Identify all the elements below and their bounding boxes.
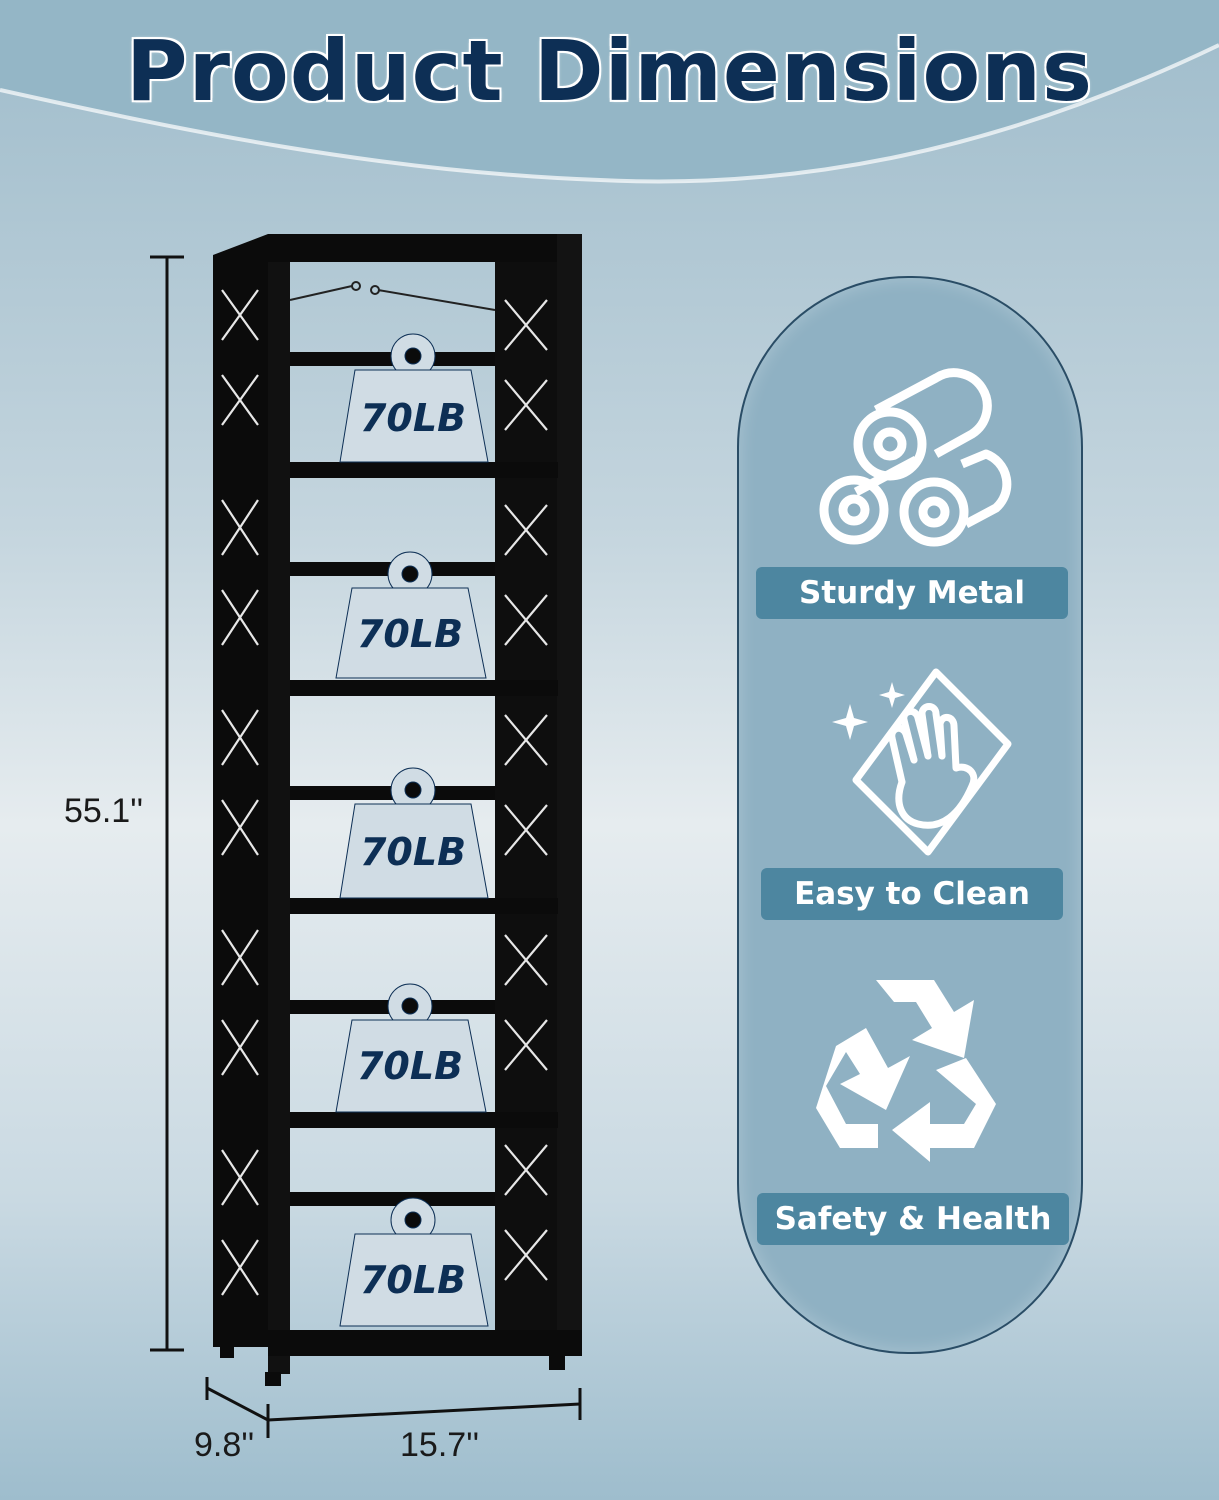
- depth-dimension-label: 9.8'': [194, 1426, 255, 1464]
- title-banner: [0, 0, 1219, 184]
- anti-tip-wire: [289, 281, 496, 311]
- weight-icons: [335, 333, 489, 1327]
- feature-label-easy-to-clean: Easy to Clean: [761, 868, 1063, 920]
- recycle-icon: [816, 980, 996, 1162]
- feature-panel: [737, 276, 1083, 1354]
- feature-label-safety-health: Safety & Health: [757, 1193, 1069, 1245]
- metal-rolls-icon: [819, 368, 1012, 547]
- weight-label: 70LB: [359, 1258, 467, 1302]
- side-x-pattern: [221, 289, 548, 1296]
- weight-label: 70LB: [356, 1044, 464, 1088]
- height-dimension-label: 55.1'': [64, 792, 144, 830]
- shelf-illustration: [150, 234, 582, 1438]
- weight-label: 70LB: [359, 396, 467, 440]
- weight-label: 70LB: [356, 612, 464, 656]
- weight-icon-5: [339, 1197, 489, 1327]
- weight-label: 70LB: [359, 830, 467, 874]
- wiping-hand-icon: [832, 668, 1012, 856]
- page-title: Product Dimensions: [126, 22, 1093, 120]
- width-dimension-label: 15.7'': [400, 1426, 480, 1464]
- height-dimension-line: [150, 255, 184, 1352]
- weight-icon-4: [335, 983, 487, 1113]
- weight-icon-3: [339, 767, 489, 899]
- weight-icon-1: [339, 333, 489, 463]
- shelf-frame: [213, 234, 582, 1386]
- width-dimension-line: [205, 1377, 582, 1438]
- weight-icon-2: [335, 551, 487, 679]
- feature-label-sturdy-metal: Sturdy Metal: [756, 567, 1068, 619]
